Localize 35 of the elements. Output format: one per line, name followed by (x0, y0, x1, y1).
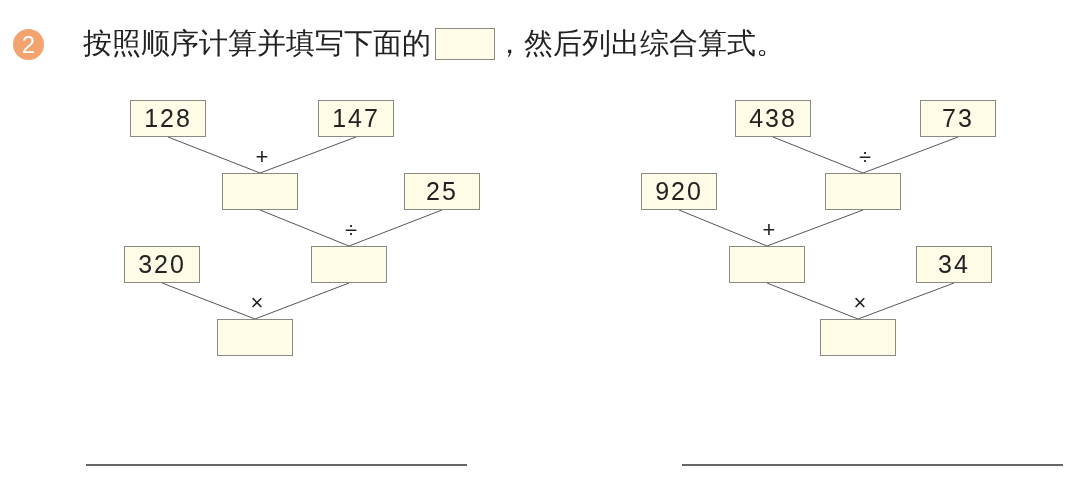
operator-sign: ÷ (344, 219, 358, 241)
number-box: 73 (920, 100, 996, 137)
number-box: 320 (124, 246, 200, 283)
answer-box (222, 173, 298, 210)
answer-box (729, 246, 805, 283)
number-badge: 2 (13, 29, 44, 60)
operator-sign: + (762, 219, 776, 241)
connector-line (348, 209, 443, 247)
connector-line (259, 209, 350, 247)
connector-line (254, 282, 350, 320)
answer-box (217, 319, 293, 356)
number-box: 438 (735, 100, 811, 137)
answer-box (825, 173, 901, 210)
connector-line (678, 209, 768, 247)
connector-line (161, 282, 256, 320)
instruction-text: ，然后列出综合算式。 (495, 25, 785, 61)
operator-sign: × (853, 292, 867, 314)
connector-line (766, 209, 864, 247)
operator-sign: × (250, 292, 264, 314)
operator-sign: + (255, 146, 269, 168)
number-box: 128 (130, 100, 206, 137)
instruction-text: 按照顺序计算并填写下面的 (83, 25, 431, 61)
number-box: 147 (318, 100, 394, 137)
number-box: 34 (916, 246, 992, 283)
connector-line (766, 282, 859, 320)
answer-box (311, 246, 387, 283)
connector-line (857, 282, 955, 320)
connector-line (167, 136, 261, 174)
connector-line (772, 136, 864, 174)
connector-line (862, 136, 959, 174)
answer-box (820, 319, 896, 356)
connector-line (259, 136, 357, 174)
operator-sign: ÷ (858, 146, 872, 168)
number-box: 920 (641, 173, 717, 210)
number-box: 25 (404, 173, 480, 210)
